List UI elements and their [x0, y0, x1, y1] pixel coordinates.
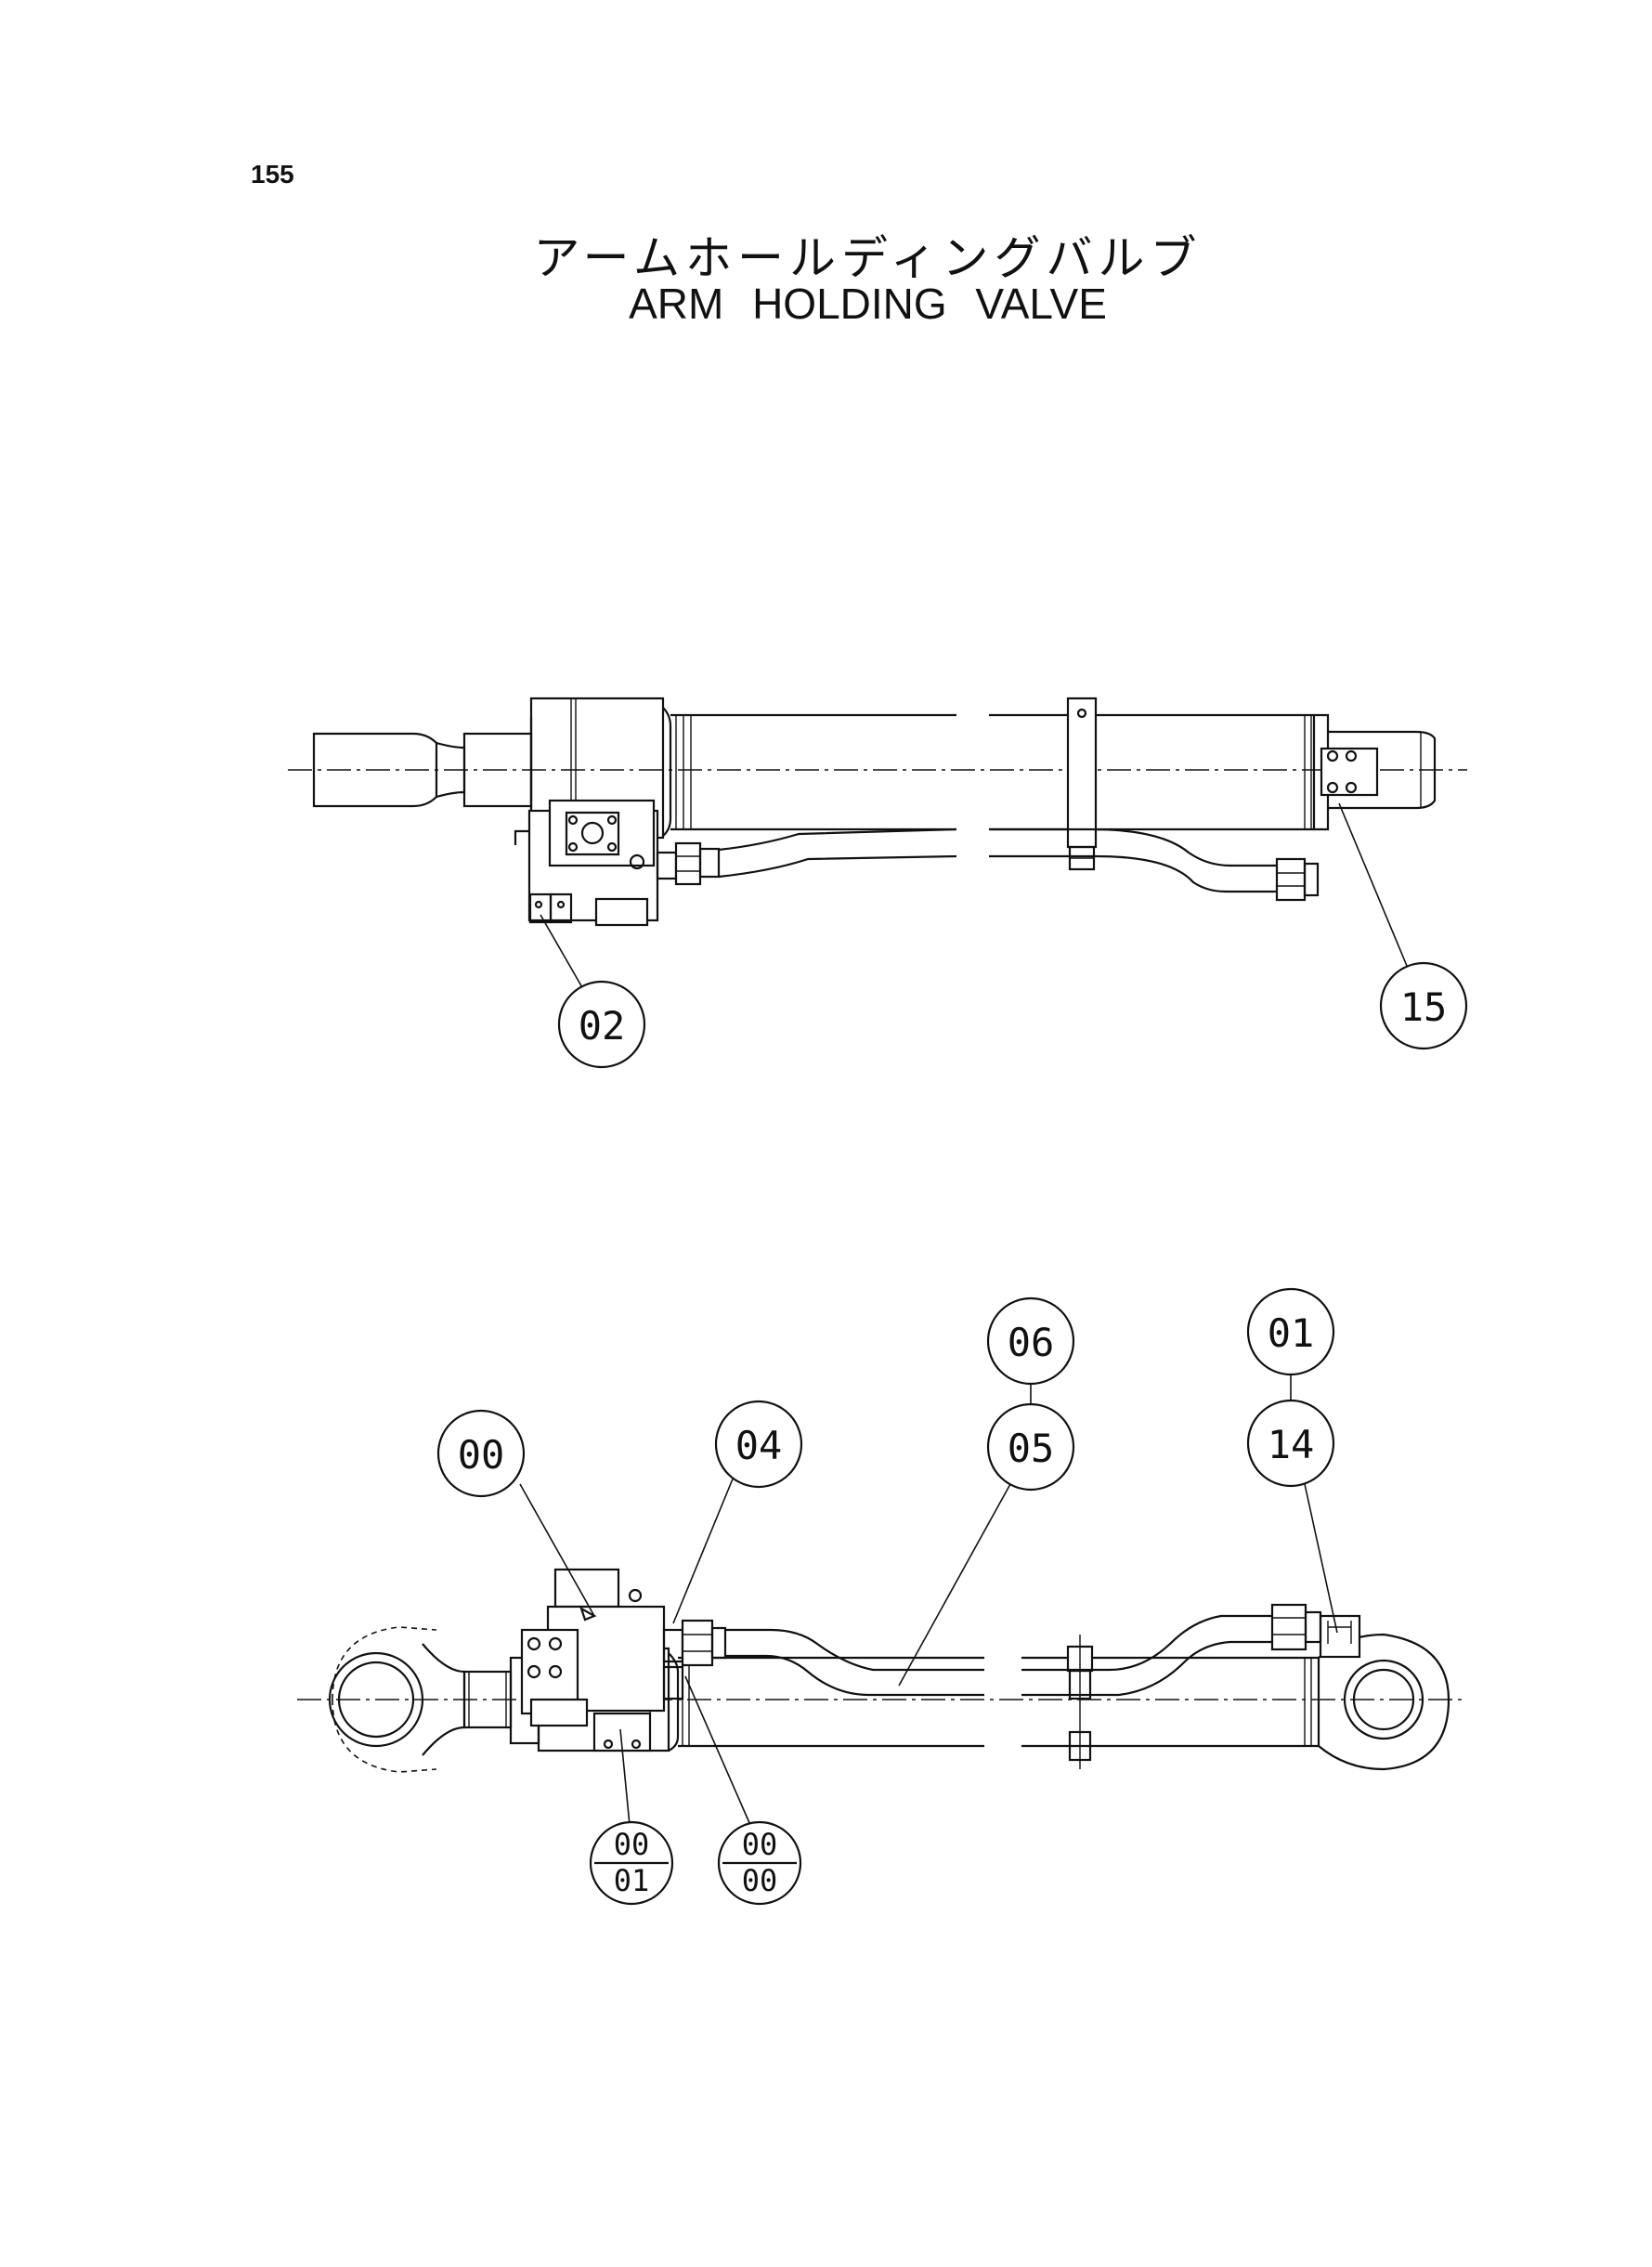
diagram-title-japanese: アームホールディングバルブ	[533, 231, 1203, 285]
callout-06-label: 06	[1008, 1320, 1055, 1365]
split-callout-b-bottom: 00	[742, 1863, 778, 1898]
top-view-pipe	[718, 827, 1320, 902]
diagram-title-english: ARM HOLDING VALVE	[629, 280, 1107, 328]
callout-14: 14	[1246, 1399, 1338, 1634]
callout-15-label: 15	[1400, 984, 1448, 1030]
split-callout-a-top: 00	[614, 1827, 650, 1862]
callout-02-label: 02	[579, 1003, 626, 1049]
callout-02: 02	[540, 914, 646, 1069]
callout-00-label: 00	[458, 1432, 505, 1478]
page-number: 155	[251, 160, 294, 189]
callout-01-label: 01	[1268, 1310, 1315, 1356]
split-callout-00-00: 00 00	[684, 1675, 802, 1906]
callout-04: 04	[672, 1400, 803, 1624]
split-callout-b-top: 00	[742, 1827, 778, 1862]
callout-06: 06	[986, 1296, 1075, 1404]
bottom-view-pipe	[725, 1603, 1322, 1697]
callout-15: 15	[1338, 802, 1468, 1050]
callout-04-label: 04	[735, 1423, 783, 1468]
split-callout-00-01: 00 01	[589, 1728, 674, 1906]
callout-05: 05	[898, 1402, 1075, 1687]
callout-14-label: 14	[1268, 1422, 1315, 1467]
split-callout-a-bottom: 01	[614, 1863, 650, 1898]
callout-01: 01	[1246, 1287, 1335, 1401]
callout-00: 00	[436, 1409, 597, 1622]
top-view-cylinder	[288, 697, 1467, 871]
callout-05-label: 05	[1008, 1426, 1055, 1471]
top-view-valve-block	[527, 799, 721, 927]
bottom-view-valve-block	[520, 1568, 727, 1752]
